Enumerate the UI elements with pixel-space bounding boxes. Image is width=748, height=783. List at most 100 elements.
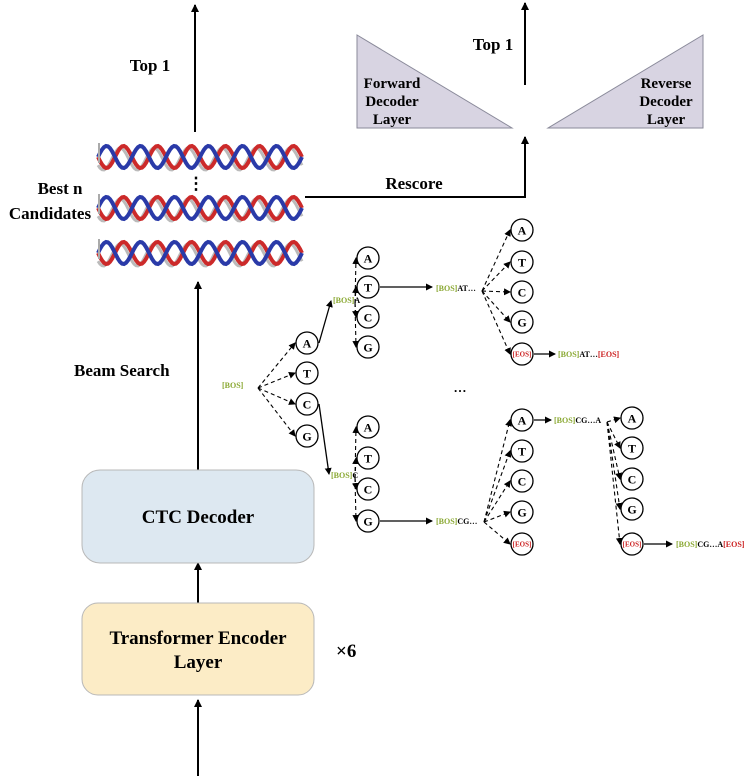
level2c-node-T-letter: T [364, 452, 372, 466]
level3a-node-A: A [510, 218, 534, 242]
edge-bosCGA-to-C [606, 421, 623, 480]
forward-decoder-label-line3: Layer [373, 112, 412, 128]
edge-root-to-A [257, 342, 296, 389]
level1-node-T: T [295, 361, 319, 385]
seq-bos-a-bos: [BOS] [333, 296, 355, 305]
level2a-node-G-letter: G [363, 341, 372, 355]
level4-node-T: T [620, 436, 644, 460]
level3a-node-A-letter: A [518, 224, 527, 238]
edge-bosA-to-T [352, 286, 360, 304]
level4-node-A-letter: A [628, 412, 637, 426]
seq-bos-a: [BOS]A [333, 296, 360, 305]
level3a-node-G-letter: G [517, 316, 526, 330]
level2a-node-C-letter: C [364, 311, 373, 325]
reverse-decoder-triangle [546, 34, 704, 129]
level3c-node-C-circle [510, 469, 534, 493]
edge-bosAT-to-G [481, 290, 511, 323]
level3a-node-EOS-circle [510, 342, 534, 366]
edge-bosAT-to-T [481, 261, 511, 292]
forward-decoder-triangle [356, 34, 514, 129]
seq-bos-at-seq: AT… [457, 284, 476, 293]
level2c-node-A-circle [356, 415, 380, 439]
level3a-node-G: G [510, 310, 534, 334]
transformer-encoder-label-line2: Layer [174, 652, 223, 673]
level1-node-A-circle [295, 331, 319, 355]
seq-bos-at-bos: [BOS] [436, 284, 458, 293]
helix-strand-blue [96, 239, 304, 267]
level3c-node-C: C [510, 469, 534, 493]
helix-strand-grey [96, 197, 304, 223]
level1-node-G-circle [295, 424, 319, 448]
edge-bosCGA-to-T [606, 421, 621, 449]
helix-strand-blue [96, 194, 304, 222]
seq-result-at-bos: [BOS] [558, 350, 580, 359]
seq-bos-cg: [BOS]CG… [436, 517, 477, 526]
helix-strand-grey [96, 242, 304, 268]
seq-result-at-eos: [EOS] [598, 350, 620, 359]
level3c-node-EOS-circle [510, 532, 534, 556]
level1-node-C-letter: C [303, 398, 312, 412]
seq-bos-at: [BOS]AT… [436, 284, 476, 293]
level1-node-A: A [295, 331, 319, 355]
level2a-node-T-letter: T [364, 281, 372, 295]
edge-bosCGA-to-EOS [606, 421, 623, 545]
level3a-node-EOS: [EOS] [510, 342, 534, 366]
level3a-node-EOS-letter: [EOS] [513, 351, 532, 359]
level3c-node-T: T [510, 439, 534, 463]
edge-bosCG-to-G [483, 510, 511, 523]
edge-root-to-G [257, 387, 296, 437]
top1-right-label: Top 1 [473, 35, 513, 54]
level1-node-A-letter: A [303, 337, 312, 351]
seq-bos-cga-seq: CG…A [575, 416, 601, 425]
level4-node-G-letter: G [627, 503, 636, 517]
level2a-node-A: A [356, 246, 380, 270]
top1-left-label: Top 1 [130, 56, 170, 75]
level2a-node-C: C [356, 305, 380, 329]
level2c-node-T-circle [356, 446, 380, 470]
level3c-node-A-letter: A [518, 414, 527, 428]
middle-ellipsis: … [454, 380, 467, 395]
level4-node-EOS-circle [620, 532, 644, 556]
edge-bosC-to-G [352, 477, 360, 522]
level3c-node-A-circle [510, 408, 534, 432]
beam-search-label: Beam Search [74, 361, 170, 380]
level4-node-T-letter: T [628, 442, 636, 456]
seq-result-at-seq: AT… [579, 350, 598, 359]
level2a-node-G: G [356, 335, 380, 359]
seq-bos-c: [BOS]C [331, 471, 358, 480]
level3a-node-C-circle [510, 280, 534, 304]
level3a-node-C: C [510, 280, 534, 304]
level3c-node-G: G [510, 500, 534, 524]
edge-C-to-bosC [318, 403, 332, 475]
level3c-node-A: A [510, 408, 534, 432]
seq-result-cga-bos: [BOS] [676, 540, 698, 549]
level1-node-G: G [295, 424, 319, 448]
seq-bos-cg-bos: [BOS] [436, 517, 458, 526]
level1-node-C: C [295, 392, 319, 416]
level4-node-C-letter: C [628, 473, 637, 487]
level2c-node-T: T [356, 446, 380, 470]
level3c-node-T-letter: T [518, 445, 526, 459]
candidates-ellipsis: ⋮ [188, 174, 205, 193]
level3a-node-G-circle [510, 310, 534, 334]
rescore-label: Rescore [385, 174, 443, 193]
level3a-node-T: T [510, 250, 534, 274]
forward-decoder-label-line2: Decoder [365, 94, 419, 110]
level2a-node-C-circle [356, 305, 380, 329]
best-n-label-line2: Candidates [9, 204, 92, 223]
edge-bosAT-to-EOS [481, 290, 511, 355]
level3c-node-EOS-letter: [EOS] [513, 541, 532, 549]
rescore-arrow [305, 136, 529, 198]
level1-node-T-letter: T [303, 367, 311, 381]
edge-bosCG-to-C [483, 480, 511, 523]
level2a-node-T: T [356, 275, 380, 299]
level2c-node-C-circle [356, 477, 380, 501]
edge-bosCG-to-A [483, 419, 512, 523]
root-bos-label: [BOS] [222, 381, 244, 390]
level4-node-C: C [620, 467, 644, 491]
reverse-decoder-label-line1: Reverse [641, 76, 692, 92]
level4-node-A-circle [620, 406, 644, 430]
level2c-node-A: A [356, 415, 380, 439]
edge-bosAT-to-A [481, 229, 511, 292]
